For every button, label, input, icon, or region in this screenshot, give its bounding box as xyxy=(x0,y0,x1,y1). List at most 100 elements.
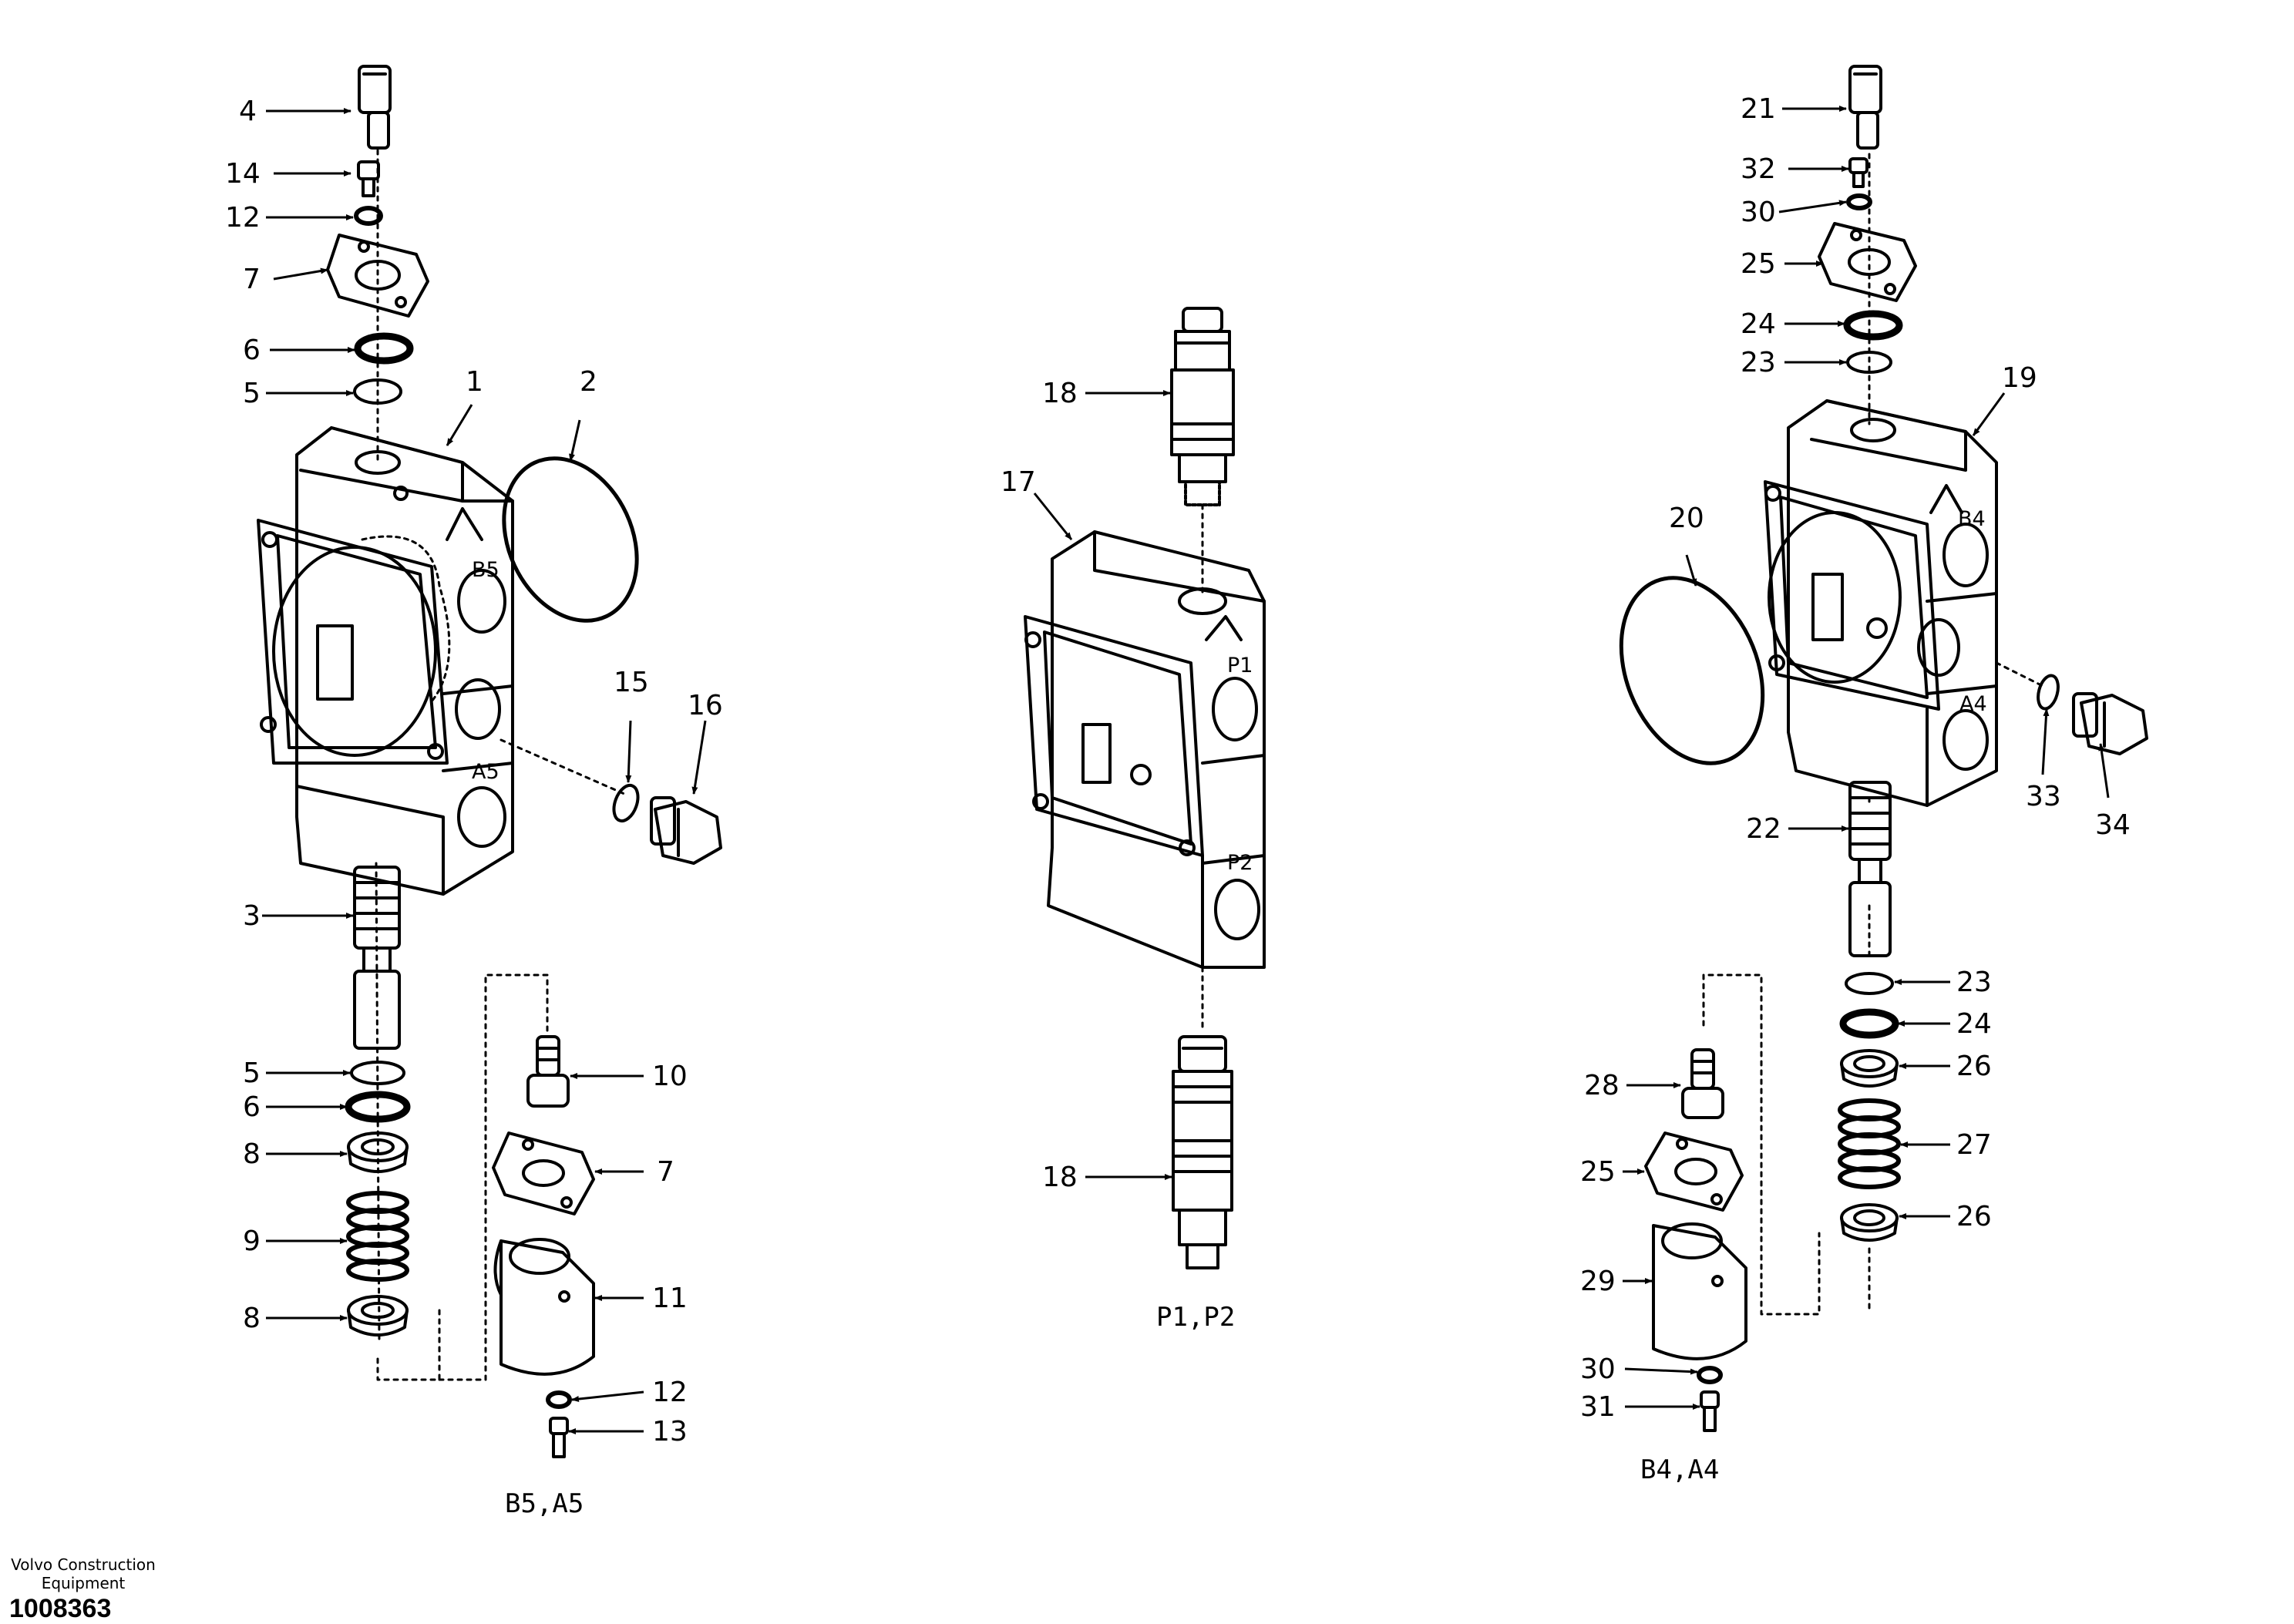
part-1-valve-body xyxy=(257,426,514,896)
part-23-oring xyxy=(1846,351,1892,374)
part-3-spool xyxy=(353,866,401,1050)
part-24-lower-ring xyxy=(1839,1008,1899,1039)
part-18-relief-valve-bottom xyxy=(1172,1035,1233,1269)
part-34-plug xyxy=(2072,692,2148,755)
part-label: 32 xyxy=(1741,153,1776,185)
part-label: 23 xyxy=(1956,967,1992,998)
middle-section-assembly xyxy=(1024,307,1266,1269)
part-33-oring xyxy=(2037,674,2060,711)
part-32-screw xyxy=(1848,157,1868,188)
part-label: 26 xyxy=(1956,1201,1992,1232)
part-label: 26 xyxy=(1956,1051,1992,1082)
part-30-lower-washer xyxy=(1697,1366,1723,1384)
part-label: 13 xyxy=(652,1416,688,1447)
port-label-b5: B5 xyxy=(472,558,500,582)
part-label: 6 xyxy=(243,335,261,366)
part-label: 31 xyxy=(1580,1391,1616,1423)
port-label-a5: A5 xyxy=(472,760,500,784)
brand-label: Volvo Construction Equipment xyxy=(6,1555,160,1592)
port-labels: B5 A5 P1 P2 B4 A4 xyxy=(472,507,1987,875)
port-label-p1: P1 xyxy=(1227,654,1253,678)
part-13-bolt xyxy=(549,1417,569,1458)
part-label: 11 xyxy=(652,1283,688,1314)
part-label: 25 xyxy=(1741,248,1776,280)
part-label: 16 xyxy=(688,690,723,721)
part-6-ring xyxy=(354,332,414,365)
brand-line-2: Equipment xyxy=(41,1574,126,1592)
part-label: 18 xyxy=(1042,1162,1078,1193)
part-26-retainer-bottom xyxy=(1840,1203,1899,1242)
part-label: 2 xyxy=(580,366,597,398)
part-label: 23 xyxy=(1741,347,1776,378)
leader-lines xyxy=(262,106,2110,1434)
part-26-retainer-top xyxy=(1840,1049,1899,1088)
part-label: 3 xyxy=(243,900,261,932)
part-15-oring xyxy=(612,783,640,823)
part-label: 24 xyxy=(1741,308,1776,340)
part-label: 20 xyxy=(1669,503,1704,534)
part-label: 10 xyxy=(652,1061,688,1092)
part-label: 15 xyxy=(614,667,649,698)
part-label: 29 xyxy=(1580,1266,1616,1297)
part-9-spring xyxy=(346,1191,409,1282)
part-label: 9 xyxy=(243,1226,261,1257)
part-6-lower-ring xyxy=(345,1091,411,1123)
part-5-lower-oring xyxy=(350,1061,405,1085)
part-14-screw xyxy=(357,160,380,197)
part-label: 12 xyxy=(652,1377,688,1408)
part-4-cap xyxy=(358,65,392,150)
part-31-bolt xyxy=(1700,1390,1720,1432)
part-label: 5 xyxy=(243,378,261,409)
part-label: 27 xyxy=(1956,1129,1992,1161)
part-29-cap-housing xyxy=(1652,1222,1747,1360)
part-label: 1 xyxy=(466,366,483,398)
part-label: 8 xyxy=(243,1138,261,1170)
part-label: 12 xyxy=(225,202,261,234)
part-30-washer xyxy=(1846,193,1872,210)
part-8-retainer-bottom xyxy=(347,1295,409,1337)
part-label: 34 xyxy=(2095,809,2131,841)
part-10-stopper xyxy=(526,1035,570,1108)
part-24-ring xyxy=(1843,310,1903,341)
part-17-valve-body xyxy=(1024,530,1266,969)
part-12-washer xyxy=(354,206,383,226)
port-label-a4: A4 xyxy=(1959,692,1987,716)
part-label: 4 xyxy=(239,96,257,127)
part-label: 28 xyxy=(1584,1070,1620,1101)
part-8-retainer-top xyxy=(347,1131,409,1173)
part-label: 19 xyxy=(2002,362,2037,394)
part-21-cap xyxy=(1848,65,1882,150)
part-25-cover xyxy=(1818,222,1917,302)
caption-left: B5,A5 xyxy=(505,1488,584,1519)
part-label: 6 xyxy=(243,1091,261,1123)
part-label: 25 xyxy=(1580,1156,1616,1188)
document-number: 1008363 xyxy=(9,1594,112,1623)
caption-middle: P1,P2 xyxy=(1156,1302,1235,1333)
right-section-assembly xyxy=(1619,65,2148,1432)
part-22-spool xyxy=(1848,781,1892,957)
part-28-stopper xyxy=(1681,1048,1724,1119)
part-number-labels: 4 14 12 7 6 5 1 2 3 5 6 8 9 8 10 7 11 12… xyxy=(225,93,2131,1447)
part-label: 30 xyxy=(1580,1353,1616,1385)
part-label: 24 xyxy=(1956,1008,1992,1040)
port-label-b4: B4 xyxy=(1958,507,1986,531)
part-label: 14 xyxy=(225,158,261,190)
part-label: 7 xyxy=(243,264,261,295)
part-label: 5 xyxy=(243,1057,261,1089)
part-11-cap-housing xyxy=(493,1238,595,1376)
part-27-spring xyxy=(1838,1098,1901,1189)
part-5-oring xyxy=(353,378,402,405)
port-label-p2: P2 xyxy=(1227,851,1253,875)
part-18-relief-valve-top xyxy=(1170,307,1235,506)
part-label: 7 xyxy=(657,1156,674,1188)
part-label: 17 xyxy=(1001,466,1036,498)
part-label: 33 xyxy=(2026,781,2061,812)
part-label: 30 xyxy=(1741,197,1776,228)
part-23-lower-oring xyxy=(1845,972,1894,995)
part-12-lower-washer xyxy=(546,1390,572,1409)
part-label: 22 xyxy=(1746,813,1781,845)
section-captions: B5,A5 P1,P2 B4,A4 xyxy=(505,1302,1719,1519)
brand-line-1: Volvo Construction xyxy=(11,1555,156,1574)
part-2-oring xyxy=(502,456,639,623)
